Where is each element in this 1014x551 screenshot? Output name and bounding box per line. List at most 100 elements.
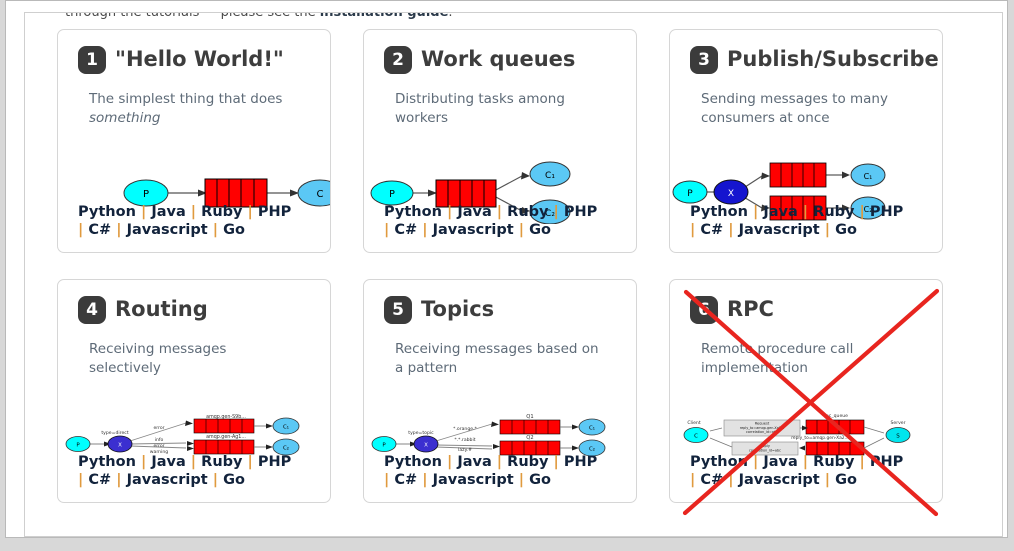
separator: | [690, 222, 696, 239]
link-php[interactable]: PHP [869, 203, 904, 220]
link-javascript[interactable]: Javascript [432, 222, 514, 239]
link-php[interactable]: PHP [257, 453, 292, 470]
link-ruby[interactable]: Ruby [507, 453, 549, 470]
svg-text:C₁: C₁ [589, 426, 595, 432]
link-csharp[interactable]: C# [88, 472, 112, 489]
link-java[interactable]: Java [763, 203, 798, 220]
link-python[interactable]: Python [384, 453, 442, 470]
svg-text:C₂: C₂ [283, 446, 289, 452]
svg-text:P: P [389, 189, 395, 200]
link-java[interactable]: Java [151, 203, 186, 220]
link-csharp[interactable]: C# [88, 222, 112, 239]
link-php[interactable]: PHP [563, 453, 598, 470]
svg-text:X: X [728, 189, 734, 199]
card-number-badge: 3 [690, 46, 718, 74]
separator: | [496, 203, 503, 220]
tutorial-card-1[interactable]: 1 "Hello World!" The simplest thing that… [57, 29, 331, 253]
link-python[interactable]: Python [78, 203, 136, 220]
card-title[interactable]: Routing [115, 297, 208, 322]
diagram-publish-subscribe: P X C₁ C₂ [672, 162, 886, 221]
link-javascript[interactable]: Javascript [432, 472, 514, 489]
tutorial-card-5[interactable]: 5 Topics Receiving messages based on a p… [363, 279, 637, 503]
svg-text:Reply: Reply [760, 444, 771, 448]
card-description: Receiving messages selectively [89, 341, 227, 377]
tutorial-card-3[interactable]: 3 Publish/Subscribe Sending messages to … [669, 29, 943, 253]
card-title[interactable]: Work queues [421, 47, 576, 72]
link-javascript[interactable]: Javascript [126, 222, 208, 239]
intro-text-before: through the tutorials — please see the [65, 12, 320, 20]
link-python[interactable]: Python [384, 203, 442, 220]
tutorial-card-2[interactable]: 2 Work queues Distributing tasks among w… [363, 29, 637, 253]
routing-exchange-type-label: type=direct [101, 430, 128, 436]
link-csharp[interactable]: C# [700, 222, 724, 239]
separator: | [116, 472, 122, 489]
link-csharp[interactable]: C# [700, 472, 724, 489]
link-java[interactable]: Java [151, 453, 186, 470]
card-language-links: Python | Java | Ruby | PHP | C# | Javasc… [690, 453, 928, 490]
link-go[interactable]: Go [223, 222, 245, 239]
separator: | [728, 222, 734, 239]
svg-text:C₂: C₂ [864, 205, 873, 214]
installation-guide-link[interactable]: installation guide [319, 12, 449, 20]
svg-text:C₂: C₂ [589, 447, 595, 453]
separator: | [116, 222, 122, 239]
link-go[interactable]: Go [835, 222, 857, 239]
separator: | [212, 222, 219, 239]
tutorial-card-4[interactable]: 4 Routing Receiving messages selectively… [57, 279, 331, 503]
separator: | [384, 222, 390, 239]
card-description: Sending messages to many consumers at on… [701, 91, 888, 127]
link-ruby[interactable]: Ruby [813, 453, 855, 470]
card-language-links: Python | Java | Ruby | PHP | C# | Javasc… [78, 453, 316, 490]
svg-text:correlation_id=abc: correlation_id=abc [746, 430, 778, 434]
binding-key-lazy: lazy.# [458, 447, 472, 453]
routing-key-info: info [155, 437, 164, 443]
separator: | [422, 222, 428, 239]
link-go[interactable]: Go [835, 472, 857, 489]
svg-text:C: C [317, 189, 324, 200]
link-php[interactable]: PHP [257, 203, 292, 220]
link-javascript[interactable]: Javascript [738, 472, 820, 489]
card-title[interactable]: "Hello World!" [115, 47, 284, 72]
card-description: Receiving messages based on a pattern [395, 341, 599, 377]
binding-key-orange: *.orange.* [453, 426, 477, 432]
link-ruby[interactable]: Ruby [507, 203, 549, 220]
diagram-hello-world: P C [123, 178, 330, 208]
link-java[interactable]: Java [457, 203, 492, 220]
browser-page-frame: through the tutorials — please see the i… [5, 0, 1008, 538]
link-java[interactable]: Java [763, 453, 798, 470]
separator: | [824, 472, 831, 489]
link-python[interactable]: Python [690, 453, 748, 470]
rpc-client-label: Client [687, 420, 700, 426]
link-javascript[interactable]: Javascript [126, 472, 208, 489]
card-title[interactable]: RPC [727, 297, 774, 322]
link-go[interactable]: Go [223, 472, 245, 489]
tutorial-card-6[interactable]: 6 RPC Remote procedure call implementati… [669, 279, 943, 503]
routing-queue-name-2: amqp.gen-Ag1... [206, 434, 246, 440]
link-javascript[interactable]: Javascript [738, 222, 820, 239]
link-csharp[interactable]: C# [394, 472, 418, 489]
svg-text:C: C [694, 434, 698, 440]
diagram-topics: type=topic *.orange.* *.*.rabbit lazy.# … [371, 414, 606, 457]
card-title[interactable]: Topics [421, 297, 495, 322]
link-ruby[interactable]: Ruby [813, 203, 855, 220]
link-php[interactable]: PHP [563, 203, 598, 220]
link-python[interactable]: Python [690, 203, 748, 220]
link-go[interactable]: Go [529, 472, 551, 489]
svg-text:P: P [76, 443, 80, 449]
diagram-routing: type=direct error info error warning amq… [65, 414, 300, 456]
link-php[interactable]: PHP [869, 453, 904, 470]
link-ruby[interactable]: Ruby [201, 453, 243, 470]
link-go[interactable]: Go [529, 222, 551, 239]
topics-queue-name-2: Q2 [526, 435, 533, 441]
link-java[interactable]: Java [457, 453, 492, 470]
content-frame: through the tutorials — please see the i… [24, 12, 1003, 537]
separator: | [212, 472, 219, 489]
card-title[interactable]: Publish/Subscribe [727, 47, 939, 72]
link-python[interactable]: Python [78, 453, 136, 470]
link-csharp[interactable]: C# [394, 222, 418, 239]
card-number-badge: 4 [78, 296, 106, 324]
svg-text:X: X [118, 443, 122, 449]
link-ruby[interactable]: Ruby [201, 203, 243, 220]
svg-text:C₁: C₁ [864, 172, 873, 181]
separator: | [518, 472, 525, 489]
